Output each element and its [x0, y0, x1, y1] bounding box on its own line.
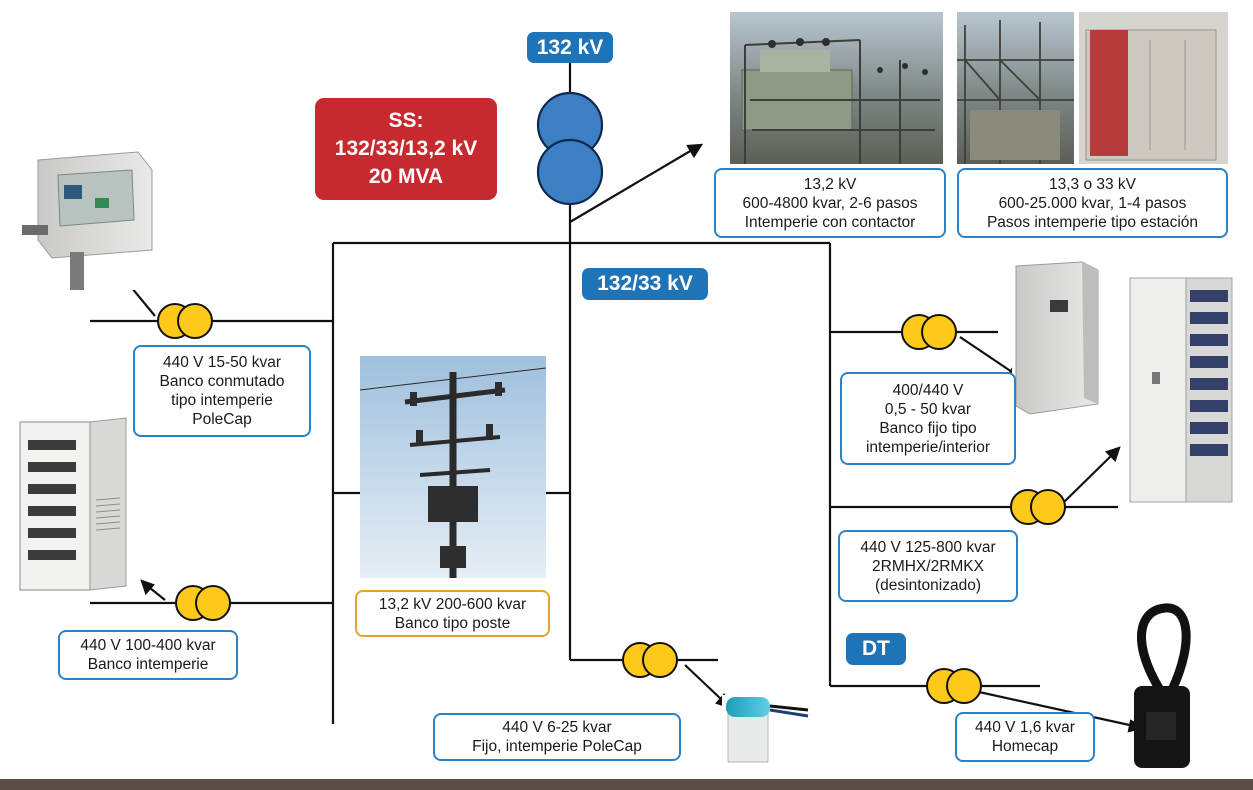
outdoor-bank-photo [18, 418, 128, 592]
capacitor-icon [176, 586, 230, 620]
arrow-to-detuned-bank [1062, 448, 1119, 504]
capacitor-icon [158, 304, 212, 338]
polecap-switched-label: 440 V 15-50 kvar Banco conmutado tipo in… [133, 345, 311, 437]
capacitor-icon [623, 643, 677, 677]
capacitor-icon [902, 315, 956, 349]
outdoor-contactor-label: 13,2 kV 600-4800 kvar, 2-6 pasos Intempe… [714, 168, 946, 238]
polecap-fixed-photo [722, 695, 830, 767]
capacitor-icon [927, 669, 981, 703]
switched-controller-photo [20, 150, 160, 290]
fixed-bank-photo [1012, 262, 1108, 416]
arrow-to-outdoor-bank [142, 581, 165, 600]
detuned-bank-photo [1128, 275, 1234, 505]
fixed-bank-label: 400/440 V 0,5 - 50 kvar Banco fijo tipo … [840, 372, 1016, 465]
dt-tag: DT [846, 633, 906, 665]
mv-voltage-tag: 132/33 kV [582, 268, 708, 300]
outdoor-station-label: 13,3 o 33 kV 600-25.000 kvar, 1-4 pasos … [957, 168, 1228, 238]
substation-power: 20 MVA [369, 163, 443, 191]
capacitor-icon [1011, 490, 1065, 524]
outdoor-bank-label: 440 V 100-400 kvar Banco intemperie [58, 630, 238, 680]
detuned-bank-label: 440 V 125-800 kvar 2RMHX/2RMKX (desinton… [838, 530, 1018, 602]
substation-capacitor-photo [730, 12, 943, 164]
pole-bank-label: 13,2 kV 200-600 kvar Banco tipo poste [355, 590, 550, 637]
substation-tag: SS: 132/33/13,2 kV 20 MVA [315, 98, 497, 200]
homecap-label: 440 V 1,6 kvar Homecap [955, 712, 1095, 762]
substation-voltage: 132/33/13,2 kV [335, 135, 477, 163]
transformer-icon [538, 93, 602, 204]
hv-voltage-tag: 132 kV [527, 32, 613, 63]
footer-bar [0, 779, 1253, 790]
substation-name: SS: [388, 107, 423, 135]
polecap-fixed-label: 440 V 6-25 kvar Fijo, intemperie PoleCap [433, 713, 681, 761]
station-steps-photo [957, 12, 1228, 164]
homecap-photo [1134, 608, 1190, 768]
pole-bank-photo [360, 356, 546, 578]
